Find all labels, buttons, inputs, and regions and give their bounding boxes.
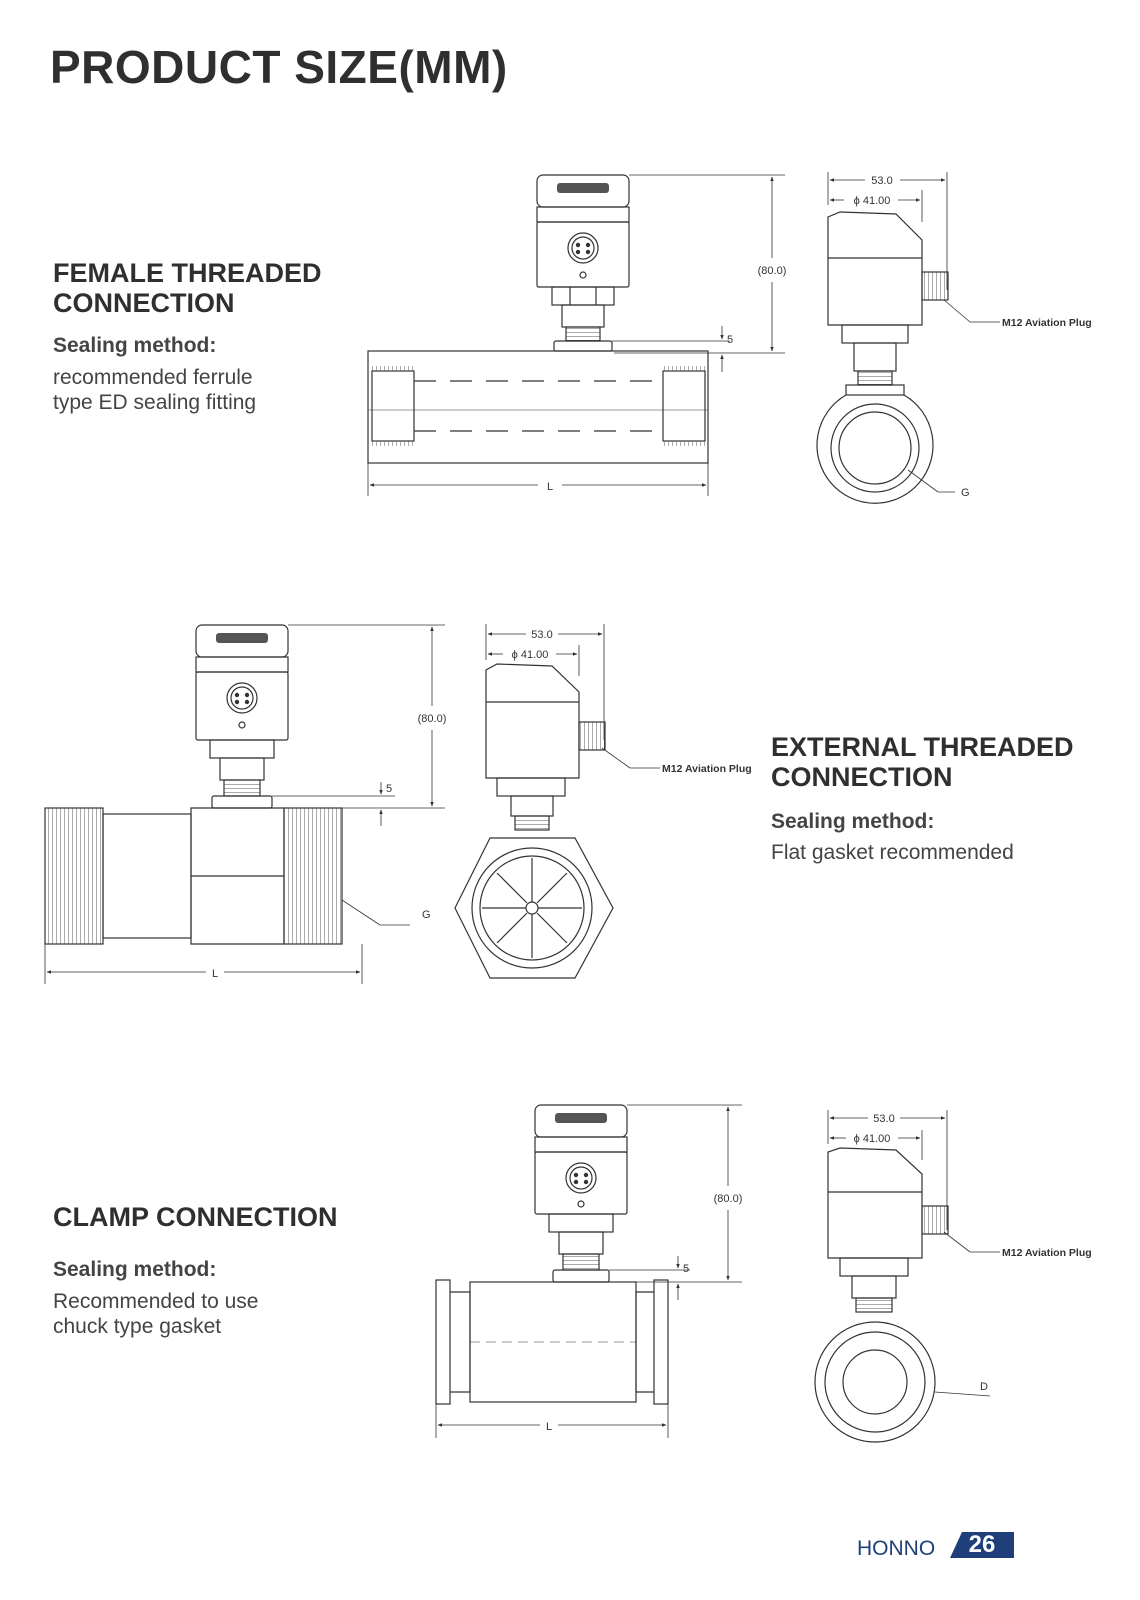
dim-length: L <box>212 968 218 980</box>
dim-diameter: ϕ 41.00 <box>512 649 549 661</box>
dim-height: (80.0) <box>714 1193 743 1205</box>
dim-gap: 5 <box>683 1263 689 1275</box>
section-title-line: CONNECTION <box>53 288 235 318</box>
sealing-method-text: recommended ferrule type ED sealing fitt… <box>53 365 256 415</box>
female-side-view <box>816 172 1000 504</box>
section-external-title: EXTERNAL THREADED CONNECTION <box>771 732 1074 792</box>
external-front-view <box>44 624 445 984</box>
thread-label: G <box>422 909 431 921</box>
dim-width: 53.0 <box>873 1113 894 1125</box>
sealing-text-line: Recommended to use <box>53 1290 259 1313</box>
dim-width: 53.0 <box>871 175 892 187</box>
dim-length: L <box>547 481 553 493</box>
footer-brand: HONNO <box>857 1537 936 1560</box>
dim-gap: 5 <box>727 334 733 346</box>
dim-diameter: ϕ 41.00 <box>854 1133 891 1145</box>
section-title-line: FEMALE THREADED <box>53 258 322 288</box>
sealing-method-text: Recommended to use chuck type gasket <box>53 1289 258 1339</box>
sealing-method-label: Sealing method: <box>53 1258 217 1281</box>
dim-length: L <box>546 1421 552 1433</box>
dim-width: 53.0 <box>531 629 552 641</box>
sealing-method-text: Flat gasket recommended <box>771 841 1014 864</box>
section-title-line: EXTERNAL THREADED <box>771 732 1074 762</box>
clamp-front-view <box>435 1104 742 1438</box>
sealing-method-label: Sealing method: <box>53 334 217 357</box>
dim-diameter: ϕ 41.00 <box>854 195 891 207</box>
sealing-text-line: chuck type gasket <box>53 1315 222 1338</box>
plug-label: M12 Aviation Plug <box>1002 317 1092 329</box>
dim-height: (80.0) <box>758 265 787 277</box>
diameter-label: D <box>980 1381 988 1393</box>
female-front-view <box>367 174 785 496</box>
dim-gap: 5 <box>386 783 392 795</box>
section-clamp-title: CLAMP CONNECTION <box>53 1202 338 1232</box>
section-female-title: FEMALE THREADED CONNECTION <box>53 258 322 318</box>
sealing-method-label: Sealing method: <box>771 810 935 833</box>
section-title-line: CONNECTION <box>771 762 953 792</box>
clamp-side-view <box>814 1110 1000 1443</box>
dim-height: (80.0) <box>418 713 447 725</box>
sealing-text-line: recommended ferrule <box>53 366 253 389</box>
external-side-view <box>454 624 660 979</box>
page-number: 26 <box>950 1532 1014 1558</box>
plug-label: M12 Aviation Plug <box>1002 1247 1092 1259</box>
plug-label: M12 Aviation Plug <box>662 763 752 775</box>
page-title: PRODUCT SIZE(MM) <box>50 41 508 93</box>
sealing-text-line: type ED sealing fitting <box>53 391 257 414</box>
thread-label: G <box>961 487 970 499</box>
